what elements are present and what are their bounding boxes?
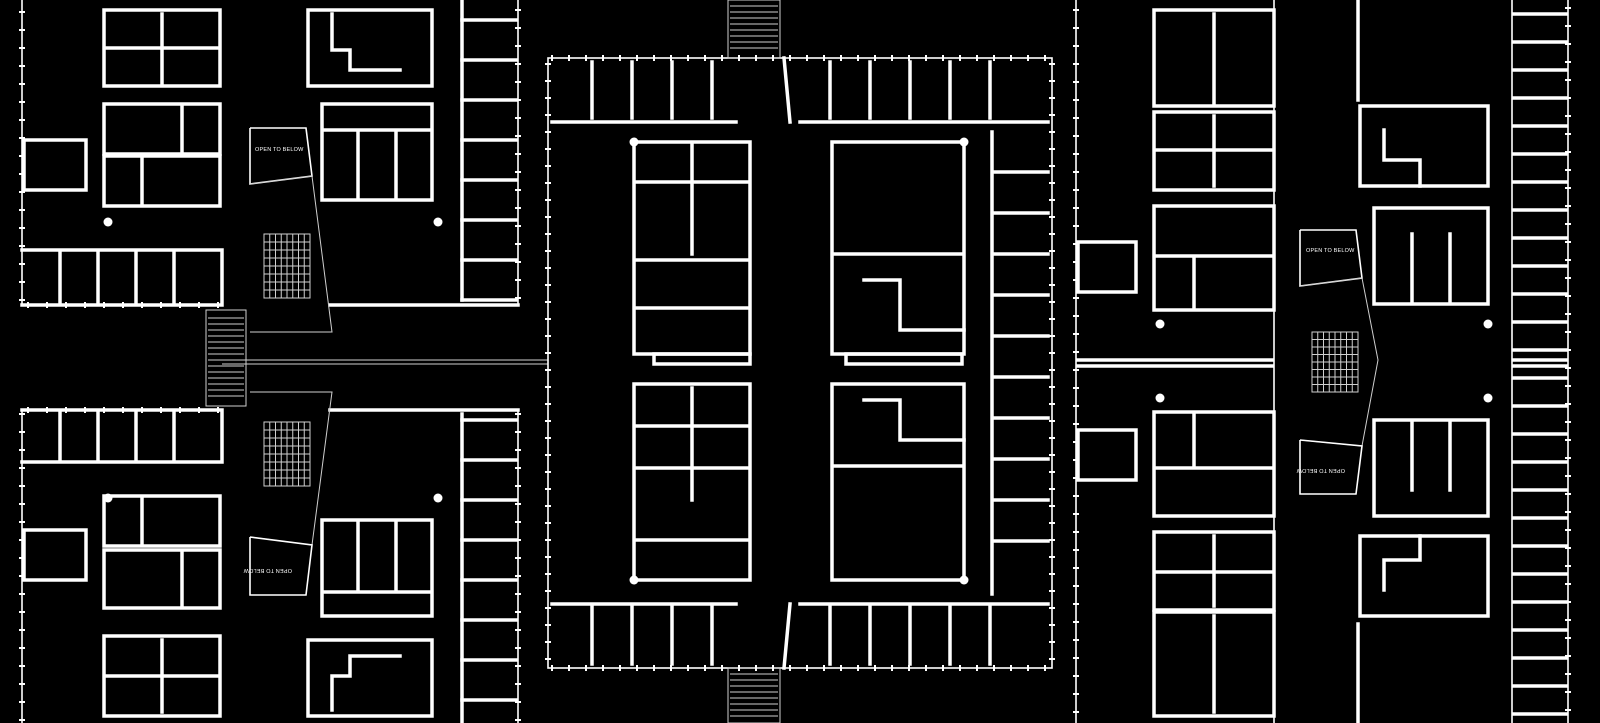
link-corridor [844,352,964,366]
partition [862,278,966,332]
partition [330,12,402,72]
room-block [1358,104,1490,188]
walls-layer [20,0,1569,723]
column [103,493,113,503]
column [959,575,969,585]
room-block [306,8,434,88]
void-edge [249,175,333,333]
room-block [102,8,222,88]
column [1155,319,1165,329]
room-small [1076,428,1138,482]
room-small [22,528,88,582]
column [1483,319,1493,329]
room-block [320,518,434,618]
void-outline-bottom [1299,439,1363,495]
partition [1382,534,1422,592]
column [629,575,639,585]
stair-bottom [727,667,781,723]
partition [862,398,966,442]
void-label-right-bottom: OPEN TO BELOW [1296,467,1345,473]
stair-left [205,309,247,407]
room-block [306,638,434,718]
link-corridor [652,352,752,366]
room-small [1076,240,1138,294]
room-block [102,494,222,548]
facade-ticks-layer [19,7,1571,721]
void-label-left-bottom: OPEN TO BELOW [243,567,292,573]
room-block [102,548,222,610]
void-label-left-top: OPEN TO BELOW [255,147,304,153]
partition [330,654,402,712]
column [1483,393,1493,403]
column [629,137,639,147]
room-block [1358,534,1490,618]
void-outline-bottom [249,536,313,596]
partition [1382,128,1422,188]
column [103,217,113,227]
core-left-bottom [632,382,752,582]
room-block [102,102,222,156]
column [433,217,443,227]
column [959,137,969,147]
room-block [102,154,222,208]
bridge-wall [782,56,792,124]
column [1155,393,1165,403]
bridge-wall [782,602,792,670]
columns-layer [103,137,1493,585]
room-block [1372,206,1490,306]
room-block [102,634,222,718]
room-block [320,102,434,202]
courtyard-building [547,57,1053,669]
void-label-right-top: OPEN TO BELOW [1306,248,1355,254]
core-right-bottom [830,382,966,582]
column [433,493,443,503]
room-block [1372,418,1490,518]
room-small [22,138,88,192]
stair-top [727,0,781,59]
